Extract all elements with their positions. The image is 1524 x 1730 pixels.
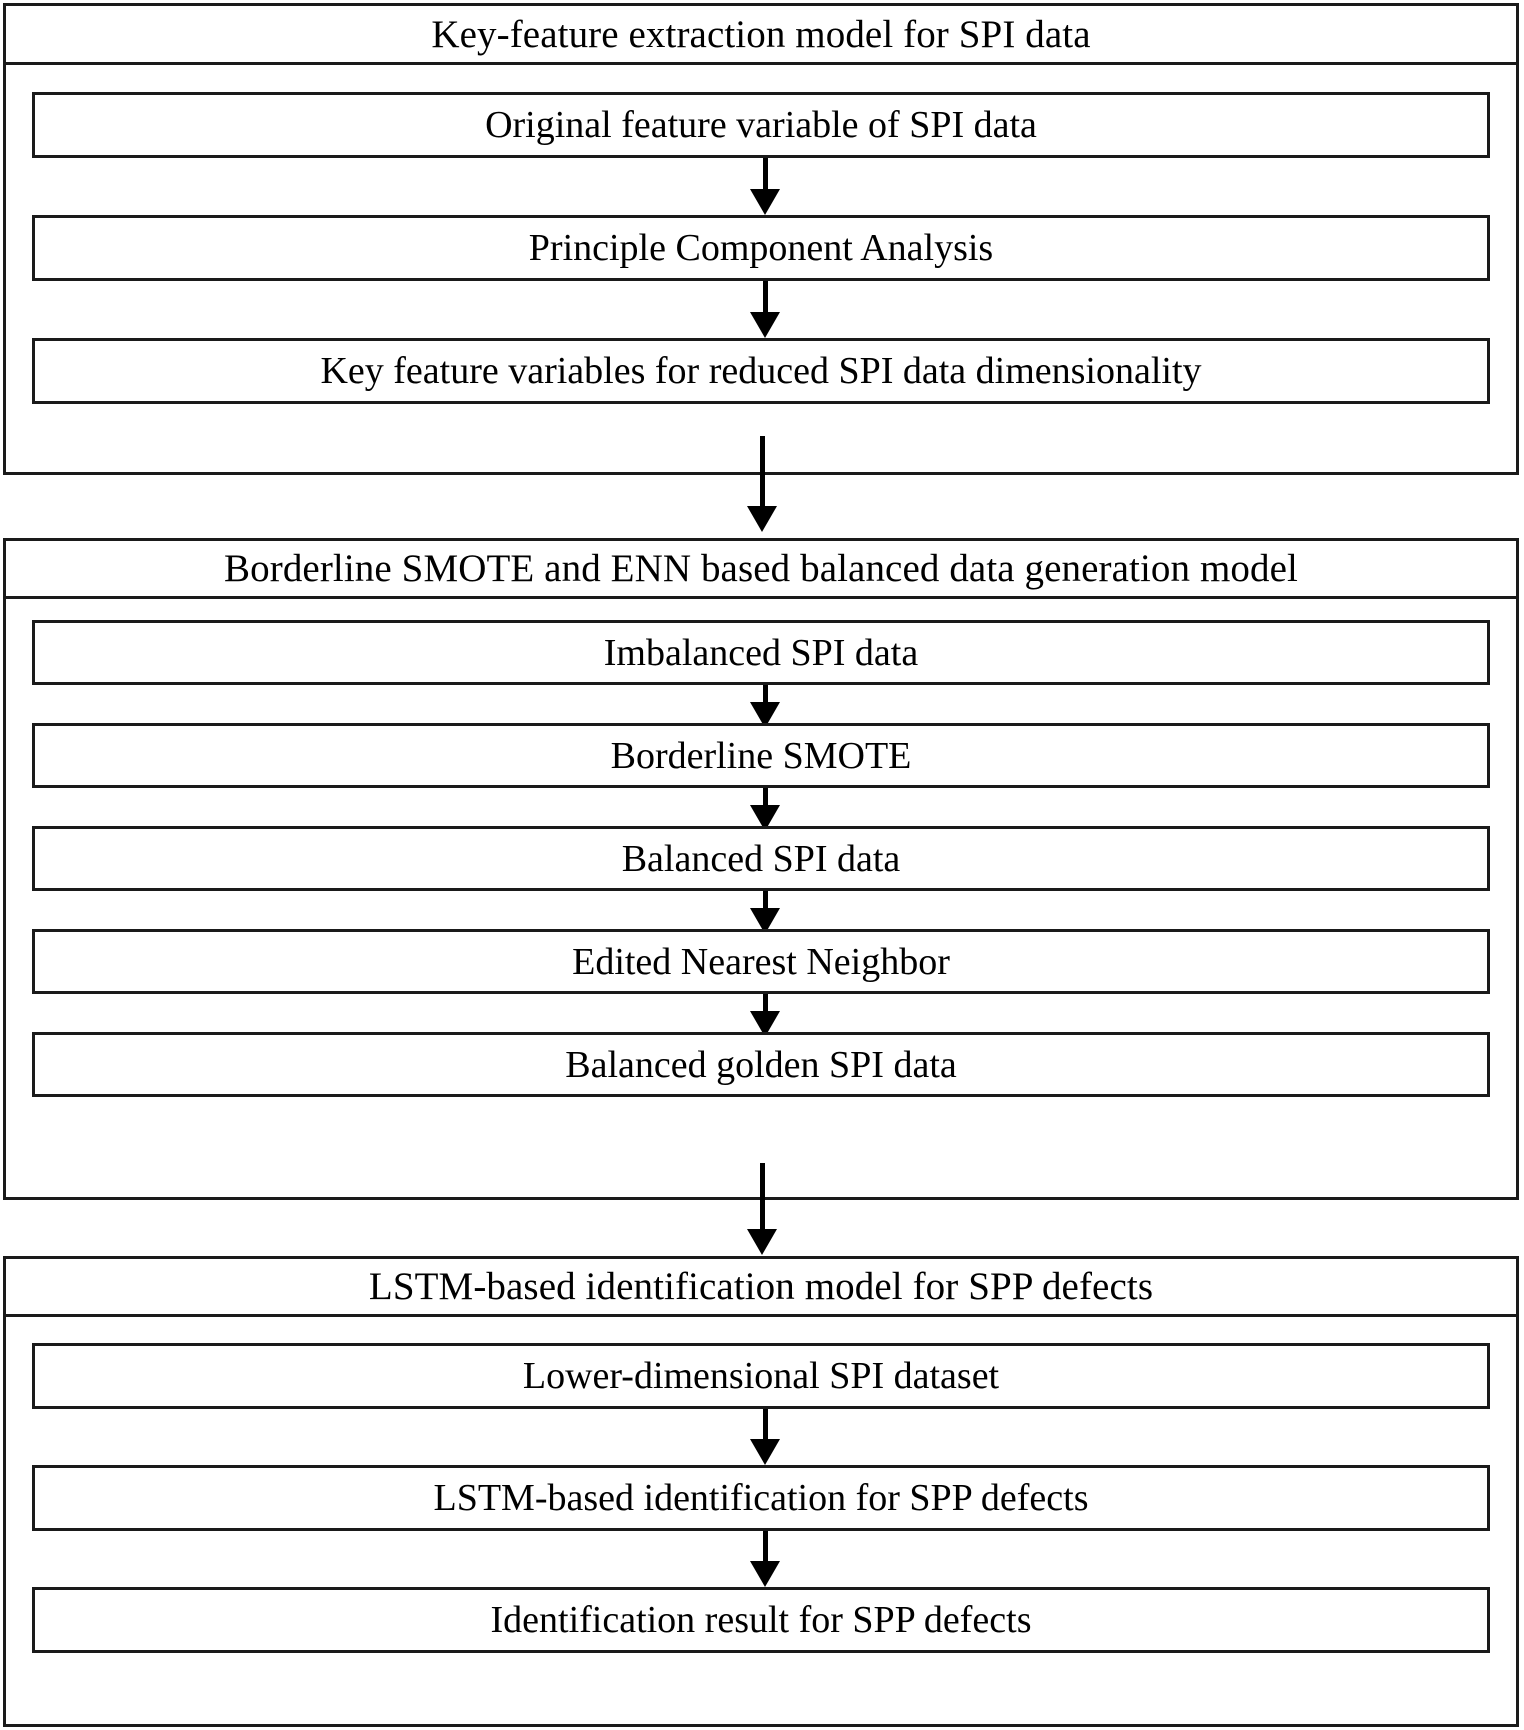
step-box-original-feature-variable[interactable]: Original feature variable of SPI data bbox=[32, 92, 1490, 158]
arrow-down-6 bbox=[750, 994, 780, 1037]
arrow-module1-to-module2 bbox=[747, 436, 777, 536]
step-box-lower-dimensional-spi-dataset[interactable]: Lower-dimensional SPI dataset bbox=[32, 1343, 1490, 1409]
module-title-key-feature-extraction: Key-feature extraction model for SPI dat… bbox=[6, 6, 1516, 65]
step-box-identification-result[interactable]: Identification result for SPP defects bbox=[32, 1587, 1490, 1653]
arrow-shaft bbox=[763, 1531, 768, 1563]
arrow-head bbox=[747, 506, 777, 532]
arrow-head bbox=[750, 312, 780, 338]
arrow-down-8 bbox=[750, 1531, 780, 1587]
arrow-head bbox=[747, 1229, 777, 1255]
module-body-key-feature-extraction: Original feature variable of SPI data Pr… bbox=[6, 65, 1516, 472]
module-key-feature-extraction: Key-feature extraction model for SPI dat… bbox=[3, 3, 1519, 475]
module-title-balanced-data-generation: Borderline SMOTE and ENN based balanced … bbox=[6, 541, 1516, 599]
arrow-down-3 bbox=[750, 685, 780, 728]
step-box-imbalanced-spi-data[interactable]: Imbalanced SPI data bbox=[32, 620, 1490, 685]
arrow-shaft bbox=[760, 1163, 765, 1231]
arrow-shaft bbox=[763, 788, 768, 807]
step-box-balanced-golden-spi-data[interactable]: Balanced golden SPI data bbox=[32, 1032, 1490, 1097]
module-body-balanced-data-generation: Imbalanced SPI data Borderline SMOTE Bal… bbox=[6, 599, 1516, 1197]
module-title-lstm-identification: LSTM-based identification model for SPP … bbox=[6, 1259, 1516, 1317]
arrow-module2-to-module3 bbox=[747, 1163, 777, 1258]
step-box-principle-component-analysis[interactable]: Principle Component Analysis bbox=[32, 215, 1490, 281]
arrow-down-5 bbox=[750, 891, 780, 934]
arrow-head bbox=[750, 1561, 780, 1587]
arrow-shaft bbox=[763, 994, 768, 1013]
module-body-lstm-identification: Lower-dimensional SPI dataset LSTM-based… bbox=[6, 1317, 1516, 1724]
arrow-shaft bbox=[763, 281, 768, 314]
arrow-shaft bbox=[763, 685, 768, 704]
arrow-shaft bbox=[760, 436, 765, 508]
arrow-down-7 bbox=[750, 1409, 780, 1465]
step-box-balanced-spi-data[interactable]: Balanced SPI data bbox=[32, 826, 1490, 891]
module-balanced-data-generation: Borderline SMOTE and ENN based balanced … bbox=[3, 538, 1519, 1200]
arrow-shaft bbox=[763, 1409, 768, 1441]
arrow-shaft bbox=[763, 158, 768, 191]
module-lstm-identification: LSTM-based identification model for SPP … bbox=[3, 1256, 1519, 1727]
arrow-head bbox=[750, 189, 780, 215]
step-box-key-feature-variables[interactable]: Key feature variables for reduced SPI da… bbox=[32, 338, 1490, 404]
step-box-lstm-based-identification[interactable]: LSTM-based identification for SPP defect… bbox=[32, 1465, 1490, 1531]
step-box-borderline-smote[interactable]: Borderline SMOTE bbox=[32, 723, 1490, 788]
arrow-down-1 bbox=[750, 158, 780, 215]
arrow-shaft bbox=[763, 891, 768, 910]
arrow-down-4 bbox=[750, 788, 780, 831]
arrow-down-2 bbox=[750, 281, 780, 338]
step-box-edited-nearest-neighbor[interactable]: Edited Nearest Neighbor bbox=[32, 929, 1490, 994]
arrow-head bbox=[750, 1439, 780, 1465]
